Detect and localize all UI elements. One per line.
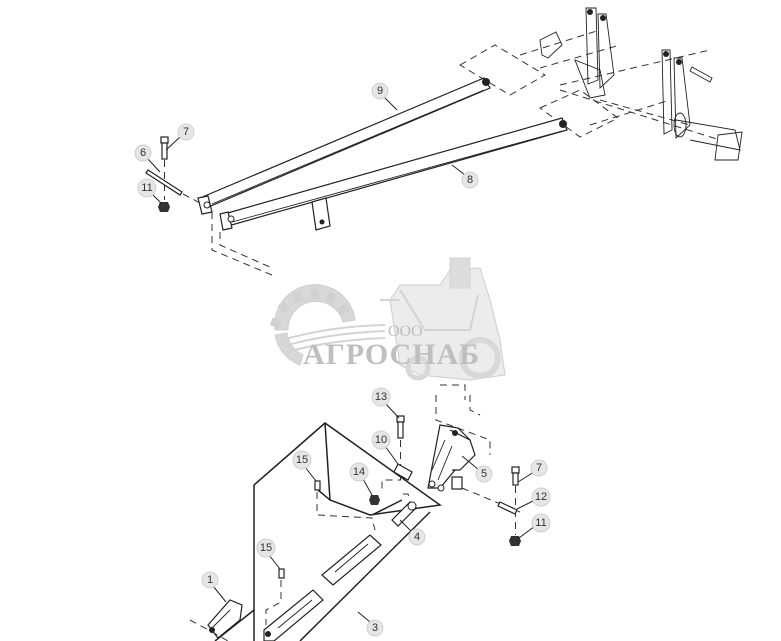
callout-14: 14 <box>349 462 369 482</box>
arm-9 <box>197 77 491 215</box>
clevis-1 <box>207 599 243 639</box>
pin-6 <box>145 169 183 196</box>
callout-1: 1 <box>201 571 219 589</box>
svg-text:8: 8 <box>467 174 473 186</box>
callout-15-lower: 15 <box>256 538 276 558</box>
callout-12: 12 <box>531 487 551 507</box>
arm-8 <box>219 117 568 231</box>
bolt-13 <box>396 415 405 439</box>
svg-text:4: 4 <box>414 531 420 543</box>
bracket-5 <box>427 424 476 492</box>
svg-text:14: 14 <box>353 466 365 478</box>
callout-15-upper: 15 <box>292 450 312 470</box>
svg-text:15: 15 <box>296 454 308 466</box>
watermark-logo: ООО АГРОСНАБ <box>269 257 506 381</box>
callout-3: 3 <box>366 619 384 637</box>
svg-text:6: 6 <box>140 147 146 159</box>
watermark-prefix: ООО <box>388 323 423 340</box>
nut-11-upper <box>158 202 170 212</box>
svg-text:11: 11 <box>141 182 152 194</box>
bolt-7-lower <box>511 466 520 486</box>
nut-14 <box>369 495 380 505</box>
callout-4: 4 <box>408 528 426 546</box>
callout-7-upper: 7 <box>177 123 195 141</box>
callout-5: 5 <box>475 465 493 483</box>
spacer-10 <box>393 463 413 481</box>
grease-fitting-15a <box>314 480 321 491</box>
callout-10: 10 <box>371 430 391 450</box>
callout-11-upper: 11 <box>137 178 157 198</box>
callout-9: 9 <box>371 82 389 100</box>
svg-text:13: 13 <box>375 391 387 403</box>
svg-text:10: 10 <box>375 434 387 446</box>
callout-11-lower: 11 <box>531 513 551 533</box>
pin-12 <box>497 501 518 515</box>
svg-text:7: 7 <box>183 126 189 138</box>
pin-4 <box>391 501 417 527</box>
tube-3-lower <box>263 589 324 641</box>
callout-8: 8 <box>461 171 479 189</box>
svg-text:15: 15 <box>260 542 272 554</box>
tube-3-upper <box>321 534 382 586</box>
svg-text:5: 5 <box>481 468 487 480</box>
svg-text:12: 12 <box>535 491 547 503</box>
nut-11-lower <box>509 536 521 546</box>
callout-6: 6 <box>134 144 152 162</box>
svg-text:7: 7 <box>536 462 542 474</box>
svg-text:9: 9 <box>377 85 383 97</box>
mounting-frame-assembly <box>459 7 743 161</box>
bolt-7-upper <box>160 136 169 160</box>
harvester-icon <box>380 257 506 381</box>
svg-text:1: 1 <box>207 574 213 586</box>
watermark-brand: АГРОСНАБ <box>303 338 480 371</box>
grease-fitting-15b <box>278 568 285 579</box>
svg-text:11: 11 <box>535 517 546 529</box>
gear-icon <box>269 284 356 366</box>
callout-7-lower: 7 <box>530 459 548 477</box>
leader-lines <box>146 96 536 623</box>
svg-text:3: 3 <box>372 622 378 634</box>
callout-13: 13 <box>371 387 391 407</box>
